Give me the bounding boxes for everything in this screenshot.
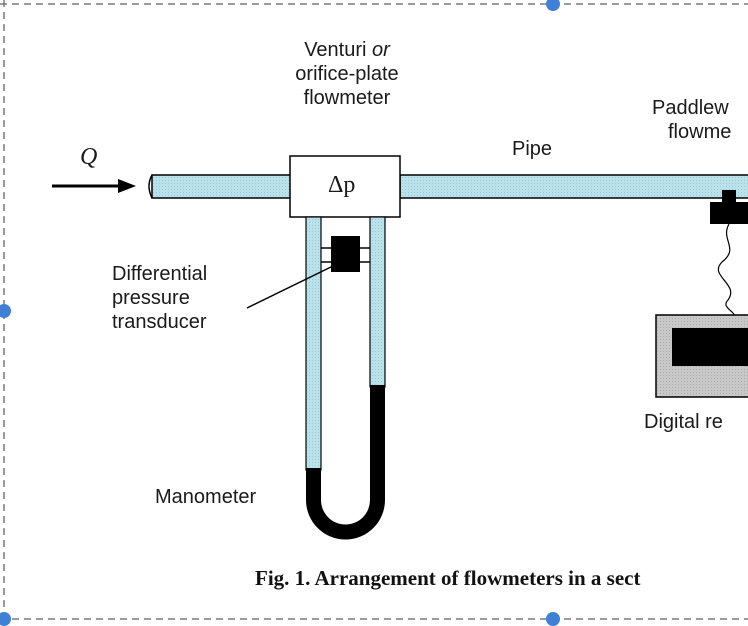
digital-readout — [655, 314, 748, 398]
delta-p-label: Δp — [328, 172, 356, 198]
pipe-label: Pipe — [512, 138, 553, 160]
digital-readout-label: Digital re — [644, 411, 723, 433]
manometer-label: Manometer — [155, 486, 257, 508]
resize-handle-left[interactable] — [0, 304, 11, 318]
venturi-line1: Venturi — [304, 39, 367, 61]
venturi-label: Venturi or orifice-plate flowmeter — [262, 38, 432, 110]
transducer-leader — [246, 265, 334, 309]
venturi-or: or — [372, 39, 390, 61]
pipe — [148, 174, 748, 199]
pressure-transducer — [331, 236, 360, 272]
paddlewheel-sensor — [710, 190, 748, 319]
figure-caption: Fig. 1. Arrangement of flowmeters in a s… — [255, 566, 641, 590]
dpt-line3: transducer — [112, 311, 207, 333]
paddle-line2: flowme — [668, 121, 732, 143]
venturi-line3: flowmeter — [303, 87, 391, 109]
flow-arrow — [52, 179, 136, 193]
paddlewheel-label: Paddlew flowme — [652, 96, 731, 144]
dpt-line2: pressure — [112, 287, 190, 309]
dpt-line1: Differential — [112, 263, 208, 285]
transducer-label: Differential pressure transducer — [112, 262, 207, 334]
venturi-line2: orifice-plate — [295, 63, 399, 85]
manometer — [305, 216, 386, 540]
resize-handle-bottom[interactable] — [546, 612, 560, 626]
paddle-line1: Paddlew — [652, 97, 729, 119]
venturi-box — [289, 155, 401, 218]
flow-symbol: Q — [80, 144, 98, 170]
resize-handle-bottom-left[interactable] — [0, 612, 11, 626]
resize-handle-top[interactable] — [546, 0, 560, 11]
